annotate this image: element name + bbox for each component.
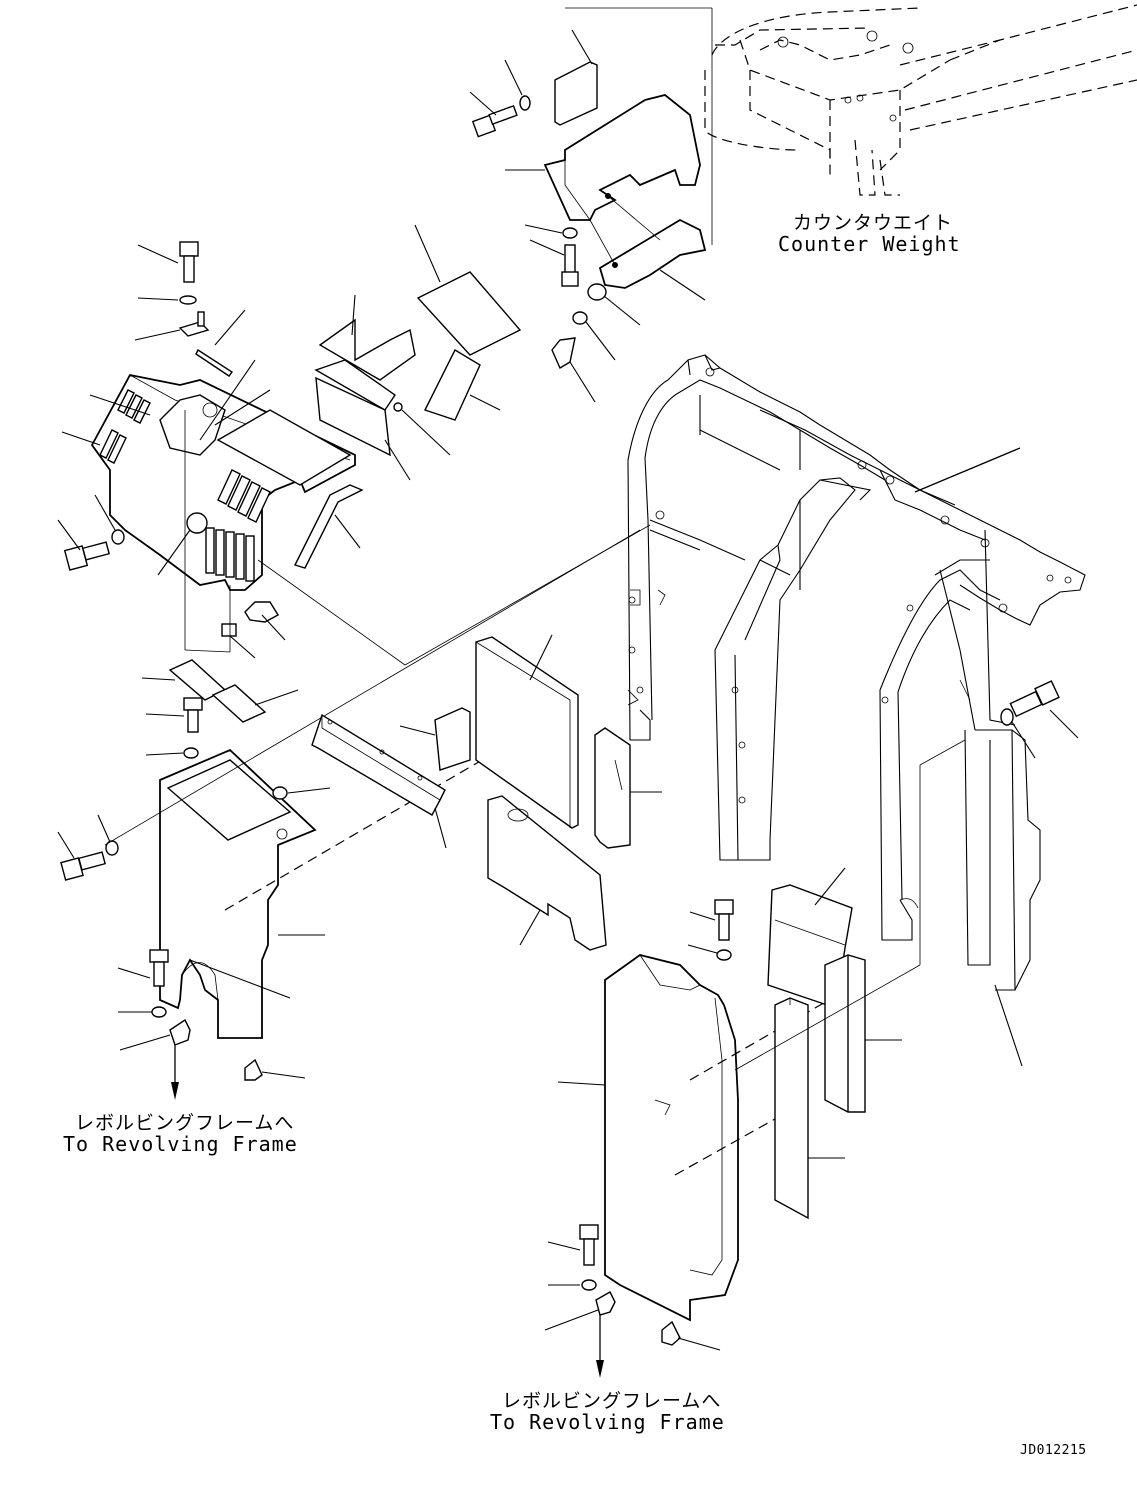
revolving-frame-bottom-label-jp: レボルビングフレームへ [502,1390,722,1412]
revolving-frame-bottom-label-en: To Revolving Frame [490,1410,725,1434]
revolving-frame-left-label-en: To Revolving Frame [63,1132,298,1156]
counterweight-label-en: Counter Weight [778,232,961,256]
revolving-frame-left-label-jp: レボルビングフレームへ [75,1112,295,1134]
counterweight-outline [704,4,1137,196]
drawing-code: JD012215 [1020,1443,1087,1458]
rear-cover [544,867,902,1378]
left-lower-cover [57,659,331,1100]
top-bracket-assembly [469,29,707,403]
right-bolt [1000,680,1079,759]
counterweight-label-jp: カウンタウエイト [793,212,954,234]
cab-frame [627,354,1086,991]
left-cover-panel [57,224,522,659]
center-panels [311,634,662,951]
